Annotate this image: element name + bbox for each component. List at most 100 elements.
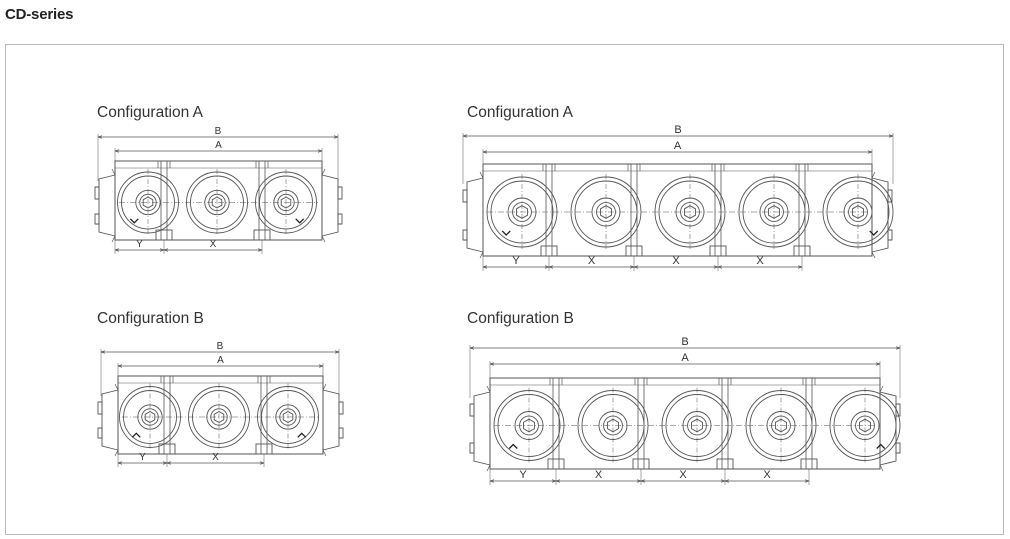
- flange-block: [469, 442, 475, 454]
- flange-edge: [114, 383, 119, 391]
- roller-1: [493, 387, 565, 464]
- config-label-small-a: Configuration A: [97, 104, 203, 121]
- flange-block: [94, 186, 100, 200]
- separator-plate-1: [540, 164, 558, 257]
- end-flange-right: [322, 383, 344, 457]
- foot-block: [255, 443, 273, 455]
- dimension-label-x: X: [588, 255, 596, 267]
- flange-edge: [111, 235, 116, 243]
- flange-outline: [98, 174, 116, 237]
- dimension-label-x: X: [672, 255, 680, 267]
- dimension-label-y: Y: [139, 452, 146, 463]
- hex-socket: [282, 410, 294, 424]
- module-body: [482, 163, 873, 257]
- direction-marker-left-icon: [129, 218, 139, 224]
- foot-block: [540, 245, 558, 257]
- hex-socket: [280, 196, 292, 209]
- direction-marker-right-icon: [297, 432, 307, 438]
- foot-block: [547, 458, 565, 470]
- roller-3: [654, 174, 726, 250]
- foot-block: [793, 245, 811, 257]
- end-flange-right: [879, 385, 901, 472]
- flange-block: [338, 427, 344, 439]
- drawing-frame: [5, 44, 1004, 535]
- flange-block: [462, 229, 468, 241]
- dimension-label-y: Y: [136, 239, 143, 250]
- foot-block: [800, 458, 818, 470]
- flange-edge: [479, 171, 484, 179]
- roller-1: [119, 383, 181, 451]
- roller-2: [188, 383, 250, 451]
- flange-outline: [871, 177, 889, 253]
- roller-4: [738, 174, 810, 250]
- flange-edge: [114, 449, 119, 457]
- flange-edge: [111, 168, 116, 176]
- flange-block: [94, 213, 100, 225]
- module-body: [114, 160, 323, 241]
- roller-2: [186, 169, 248, 236]
- roller-1: [486, 174, 558, 250]
- flange-edge: [879, 385, 884, 393]
- flange-outline: [322, 389, 340, 451]
- flange-edge: [871, 251, 876, 259]
- roller-2: [577, 387, 649, 464]
- flange-block: [469, 403, 475, 417]
- dimension-label-a: A: [681, 352, 689, 364]
- separator-plate-1: [547, 378, 565, 470]
- foot-block: [709, 245, 727, 257]
- end-flange-left: [94, 168, 116, 243]
- separator-plate-2: [253, 161, 271, 241]
- hex-socket: [142, 196, 154, 209]
- flange-outline: [466, 177, 484, 253]
- flange-block: [895, 442, 901, 454]
- flange-block: [462, 189, 468, 203]
- direction-marker-right-icon: [295, 218, 305, 224]
- separator-plate-2: [632, 378, 650, 470]
- flange-outline: [879, 391, 897, 466]
- dimension-label-y: Y: [519, 469, 527, 481]
- hex-socket: [213, 410, 225, 424]
- dimension-label-b: B: [674, 124, 681, 136]
- flange-block: [97, 401, 103, 415]
- dimension-label-a: A: [217, 355, 224, 366]
- separator-plate-2: [625, 164, 643, 257]
- dimension-label-b: B: [217, 341, 224, 352]
- flange-outline: [101, 389, 119, 451]
- end-flange-left: [97, 383, 119, 457]
- foot-block: [716, 458, 734, 470]
- flange-block: [887, 189, 893, 203]
- flange-edge: [871, 171, 876, 179]
- flange-block: [337, 213, 343, 225]
- module-body: [489, 377, 881, 470]
- end-flange-right: [871, 171, 893, 259]
- separator-plate-3: [716, 378, 734, 470]
- flange-outline: [473, 391, 491, 466]
- foot-block: [632, 458, 650, 470]
- flange-edge: [486, 464, 491, 472]
- flange-block: [887, 229, 893, 241]
- separator-plate-3: [709, 164, 727, 257]
- roller-3: [255, 169, 317, 236]
- module-body: [117, 375, 324, 455]
- direction-marker-right-icon: [876, 443, 886, 449]
- dimension-label-a: A: [215, 140, 222, 151]
- dimension-label-x: X: [210, 239, 217, 250]
- flange-edge: [486, 385, 491, 393]
- flange-block: [97, 427, 103, 439]
- dimension-label-b: B: [681, 336, 688, 348]
- dimension-label-y: Y: [512, 255, 520, 267]
- end-flange-left: [469, 385, 491, 472]
- dimension-label-b: B: [215, 126, 222, 137]
- dimension-label-x: X: [595, 469, 603, 481]
- roller-4: [745, 387, 817, 464]
- foot-block: [253, 229, 271, 241]
- direction-marker-left-icon: [501, 230, 511, 236]
- hex-socket: [211, 196, 223, 209]
- direction-marker-left-icon: [131, 432, 141, 438]
- direction-marker-right-icon: [869, 230, 879, 236]
